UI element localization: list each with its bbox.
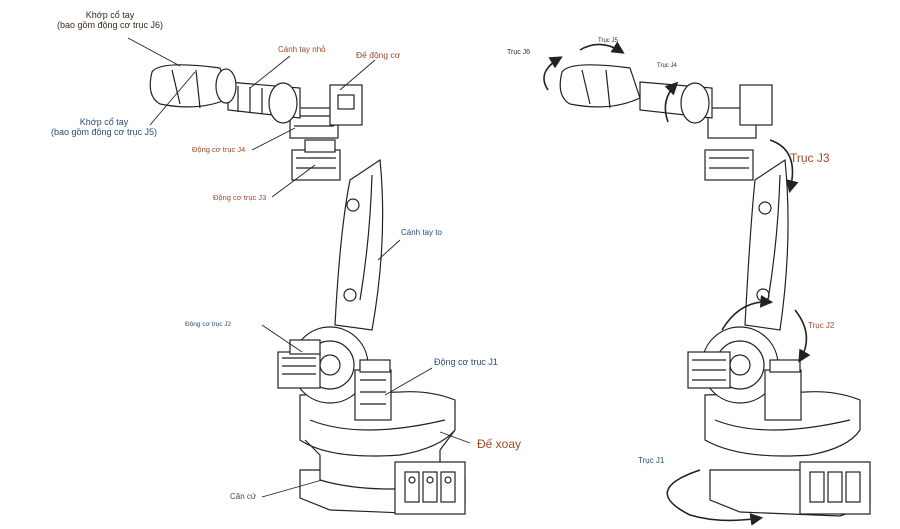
label-motor-j2: Động cơ trục J2	[185, 321, 232, 328]
label-motor-base: Đế động cơ	[356, 50, 401, 60]
j2-rotation-arrow-b	[794, 309, 811, 363]
label-axis-j2: Trục J2	[808, 321, 835, 330]
label-motor-j4: Động cơ trục J4	[192, 145, 246, 154]
right-j2-motor	[687, 351, 731, 389]
j6-rotation-arrow	[543, 56, 563, 91]
right-rotary-base	[704, 391, 861, 457]
label-axis-j1: Trục J1	[638, 456, 665, 465]
right-small-arm	[639, 81, 713, 124]
left-j3-motor	[291, 139, 341, 181]
label-wrist-j6: Khớp cổ tay(bao gồm động cơ trục J6)	[57, 10, 163, 31]
right-robot	[559, 64, 871, 517]
left-rotary-base	[299, 391, 456, 457]
label-axis-j5: Trục J5	[598, 38, 618, 44]
j5-rotation-arrow	[579, 41, 625, 54]
right-base	[709, 461, 871, 517]
j3-rotation-arrow	[769, 139, 799, 194]
label-axis-j6: Trục J6	[507, 49, 531, 56]
left-j1-motor	[354, 359, 392, 421]
right-motor-base	[739, 84, 773, 126]
left-wrist	[149, 64, 237, 109]
right-wrist	[559, 64, 641, 109]
left-motor-base	[329, 84, 363, 126]
label-wrist-j5: Khớp cổ tay(bao gồm động cơ trục J5)	[51, 117, 157, 138]
right-j1-motor	[764, 359, 802, 421]
left-base	[299, 450, 466, 515]
label-motor-j1: Động cơ trục J1	[434, 357, 498, 367]
j4-rotation-arrow	[664, 81, 679, 123]
label-rotary-base: Đế xoay	[477, 437, 522, 451]
label-axis-j4: Trục J4	[657, 63, 677, 69]
label-axis-j3: Trục J3	[790, 151, 830, 165]
label-big-arm: Cánh tay to	[401, 228, 442, 237]
left-leaders	[127, 37, 471, 498]
right-rotation-arrows	[543, 41, 811, 526]
left-j2-motor	[277, 339, 321, 389]
left-robot	[149, 64, 466, 515]
right-j3-motor	[704, 149, 754, 181]
j2-rotation-arrow-a	[721, 294, 774, 331]
left-small-arm	[227, 81, 301, 124]
label-motor-j3: Động cơ trục J3	[213, 193, 267, 202]
j1-rotation-arrow	[666, 469, 764, 526]
label-base: Căn cứ	[230, 492, 257, 501]
label-small-arm: Cánh tay nhỏ	[278, 45, 326, 54]
right-big-arm	[744, 158, 789, 331]
left-big-arm	[334, 158, 384, 331]
